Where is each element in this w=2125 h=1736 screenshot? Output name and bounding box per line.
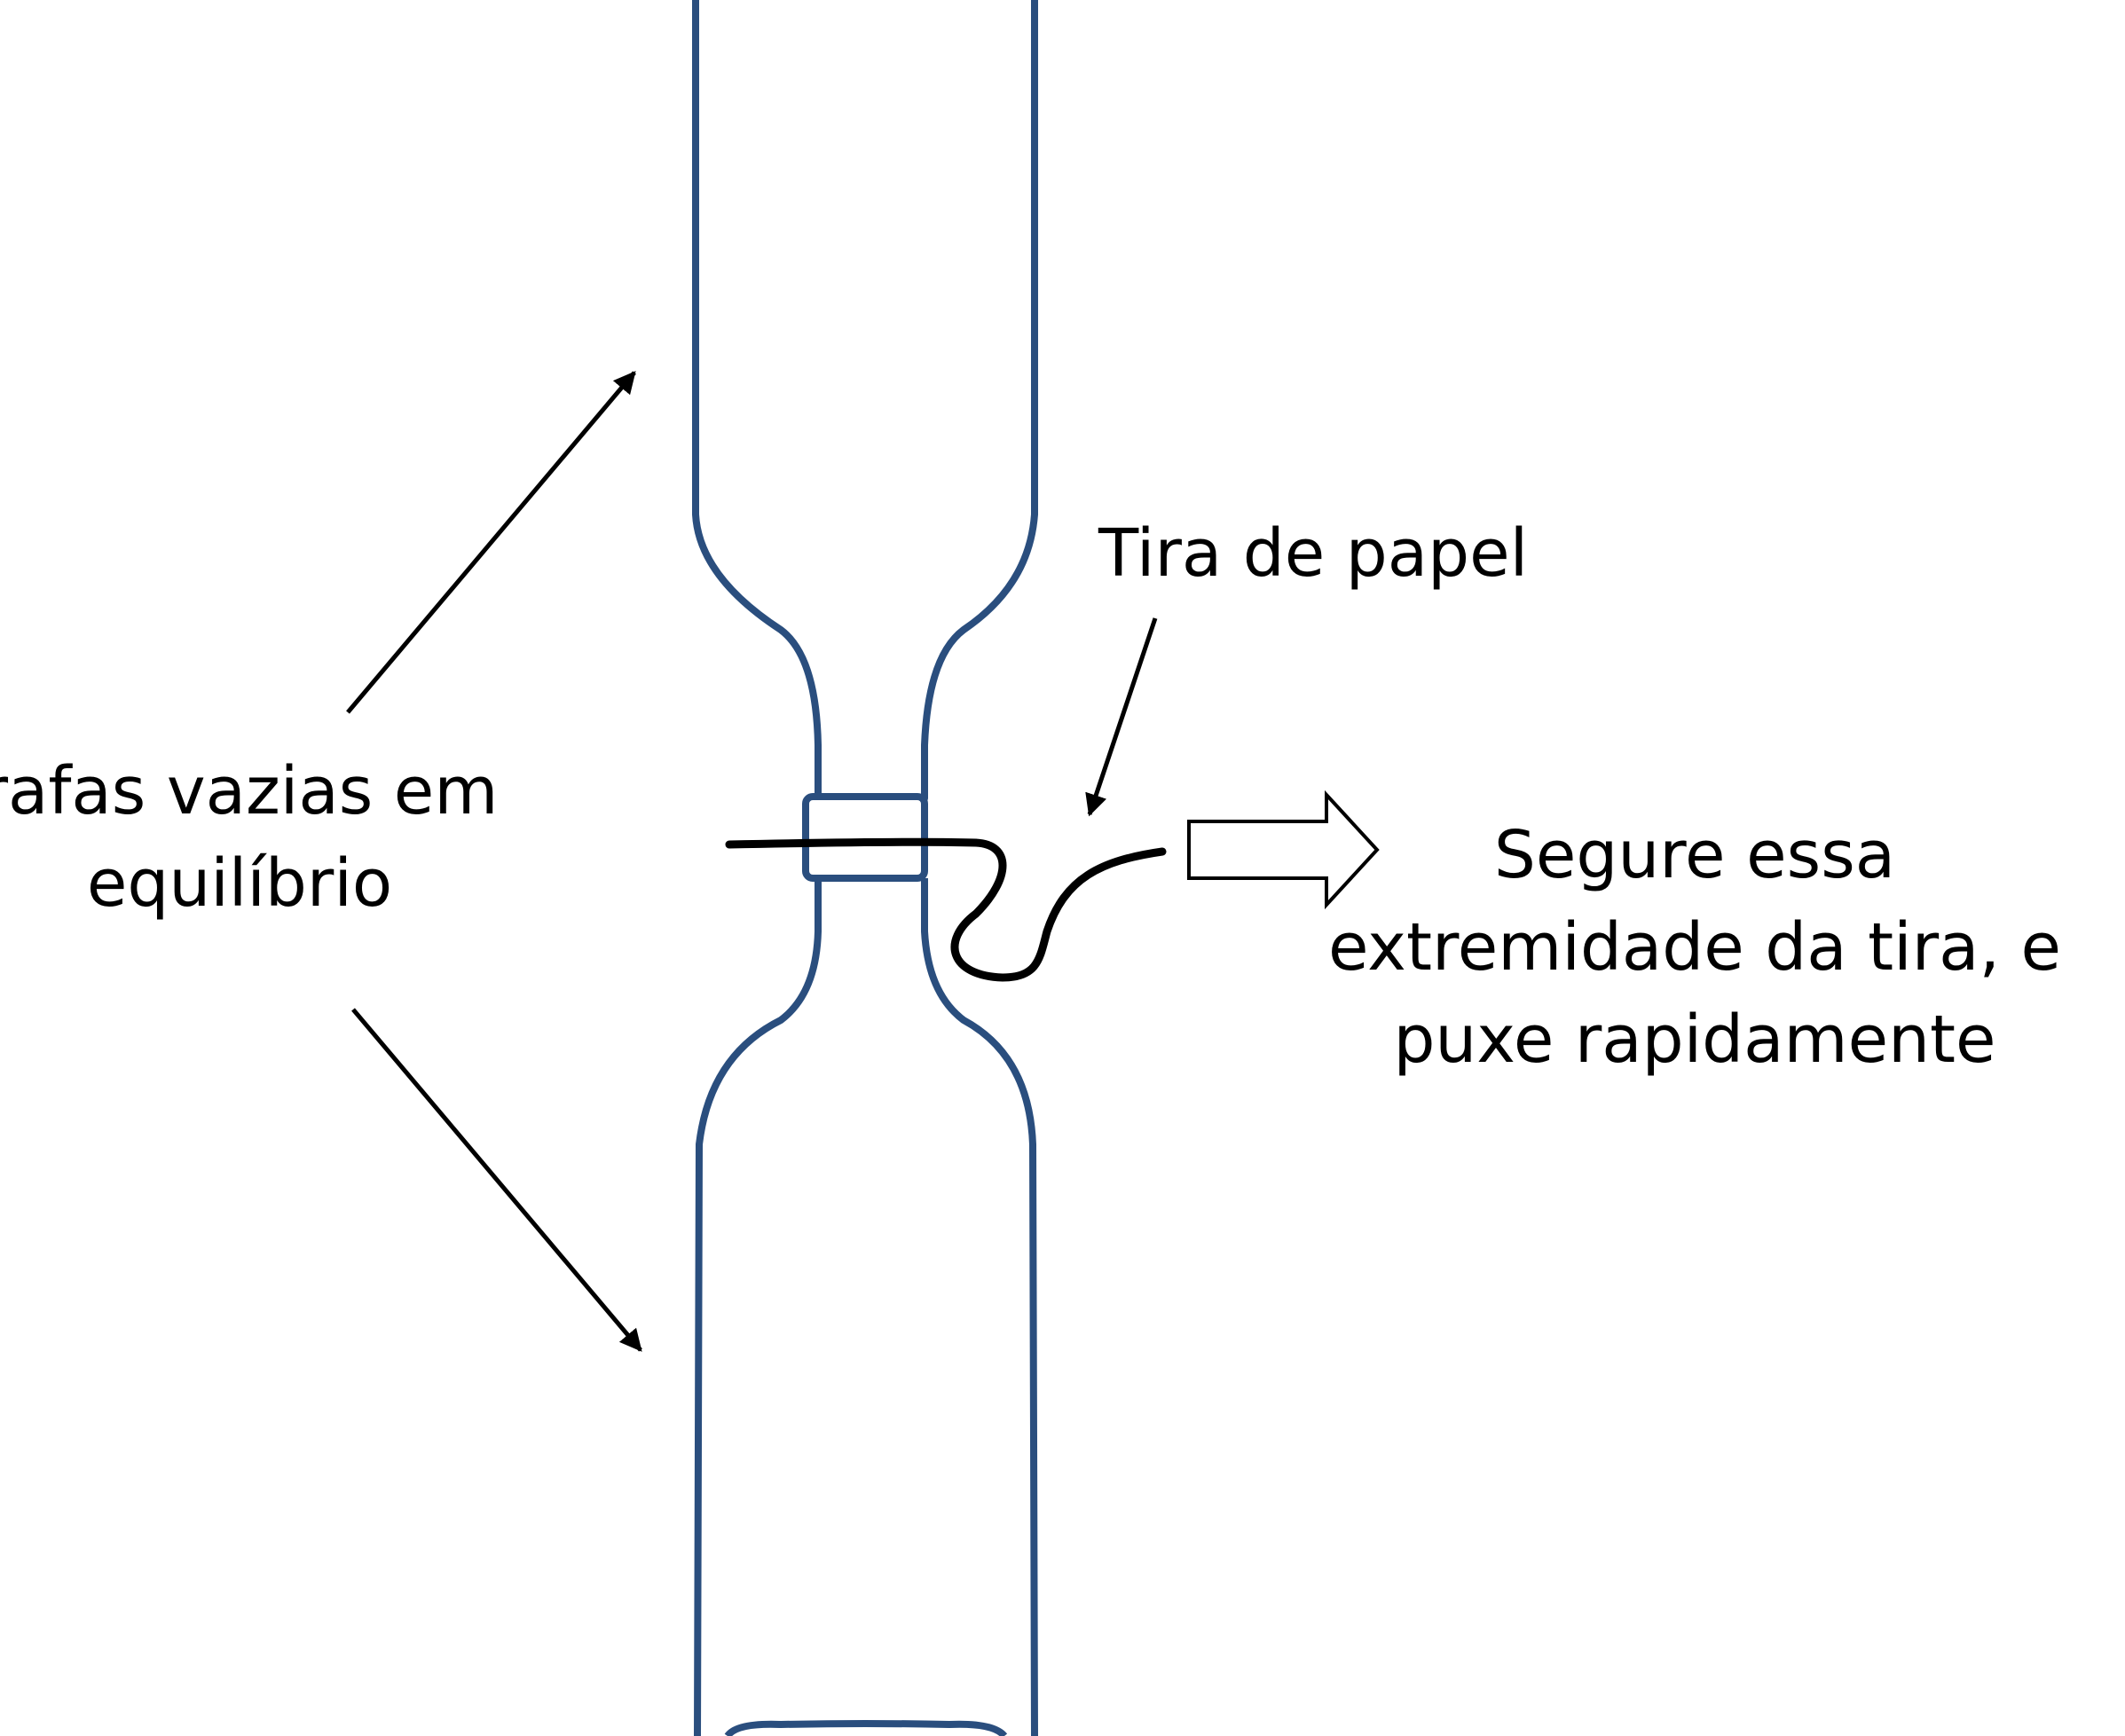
upper-bottle [692,0,1038,802]
bottles-label: rafas vazias em equilíbrio [0,745,515,930]
bottles-label-line-2: equilíbrio [86,845,393,922]
arrow-to-paper-strip [1085,617,1158,817]
arrow-to-lower-bottle [351,1008,642,1352]
paper-strip-label: Tira de papel [1098,515,1529,592]
lower-bottle [694,878,1038,1736]
instruction-line-2: extremidade da tira, e [1327,909,2062,986]
arrow-to-upper-bottle [346,371,636,714]
bottle-cap-ring [802,793,928,882]
instruction-label: Segure essa extremidade da tira, e puxe … [1304,809,2085,1086]
bottles-label-line-1: rafas vazias em [0,753,499,829]
pull-direction-arrow [1187,789,1380,910]
lower-bottle-base [724,1720,1008,1736]
instruction-line-1: Segure essa [1493,817,1896,893]
instruction-line-3: puxe rapidamente [1393,1002,1996,1078]
paper-strip [725,837,1167,982]
